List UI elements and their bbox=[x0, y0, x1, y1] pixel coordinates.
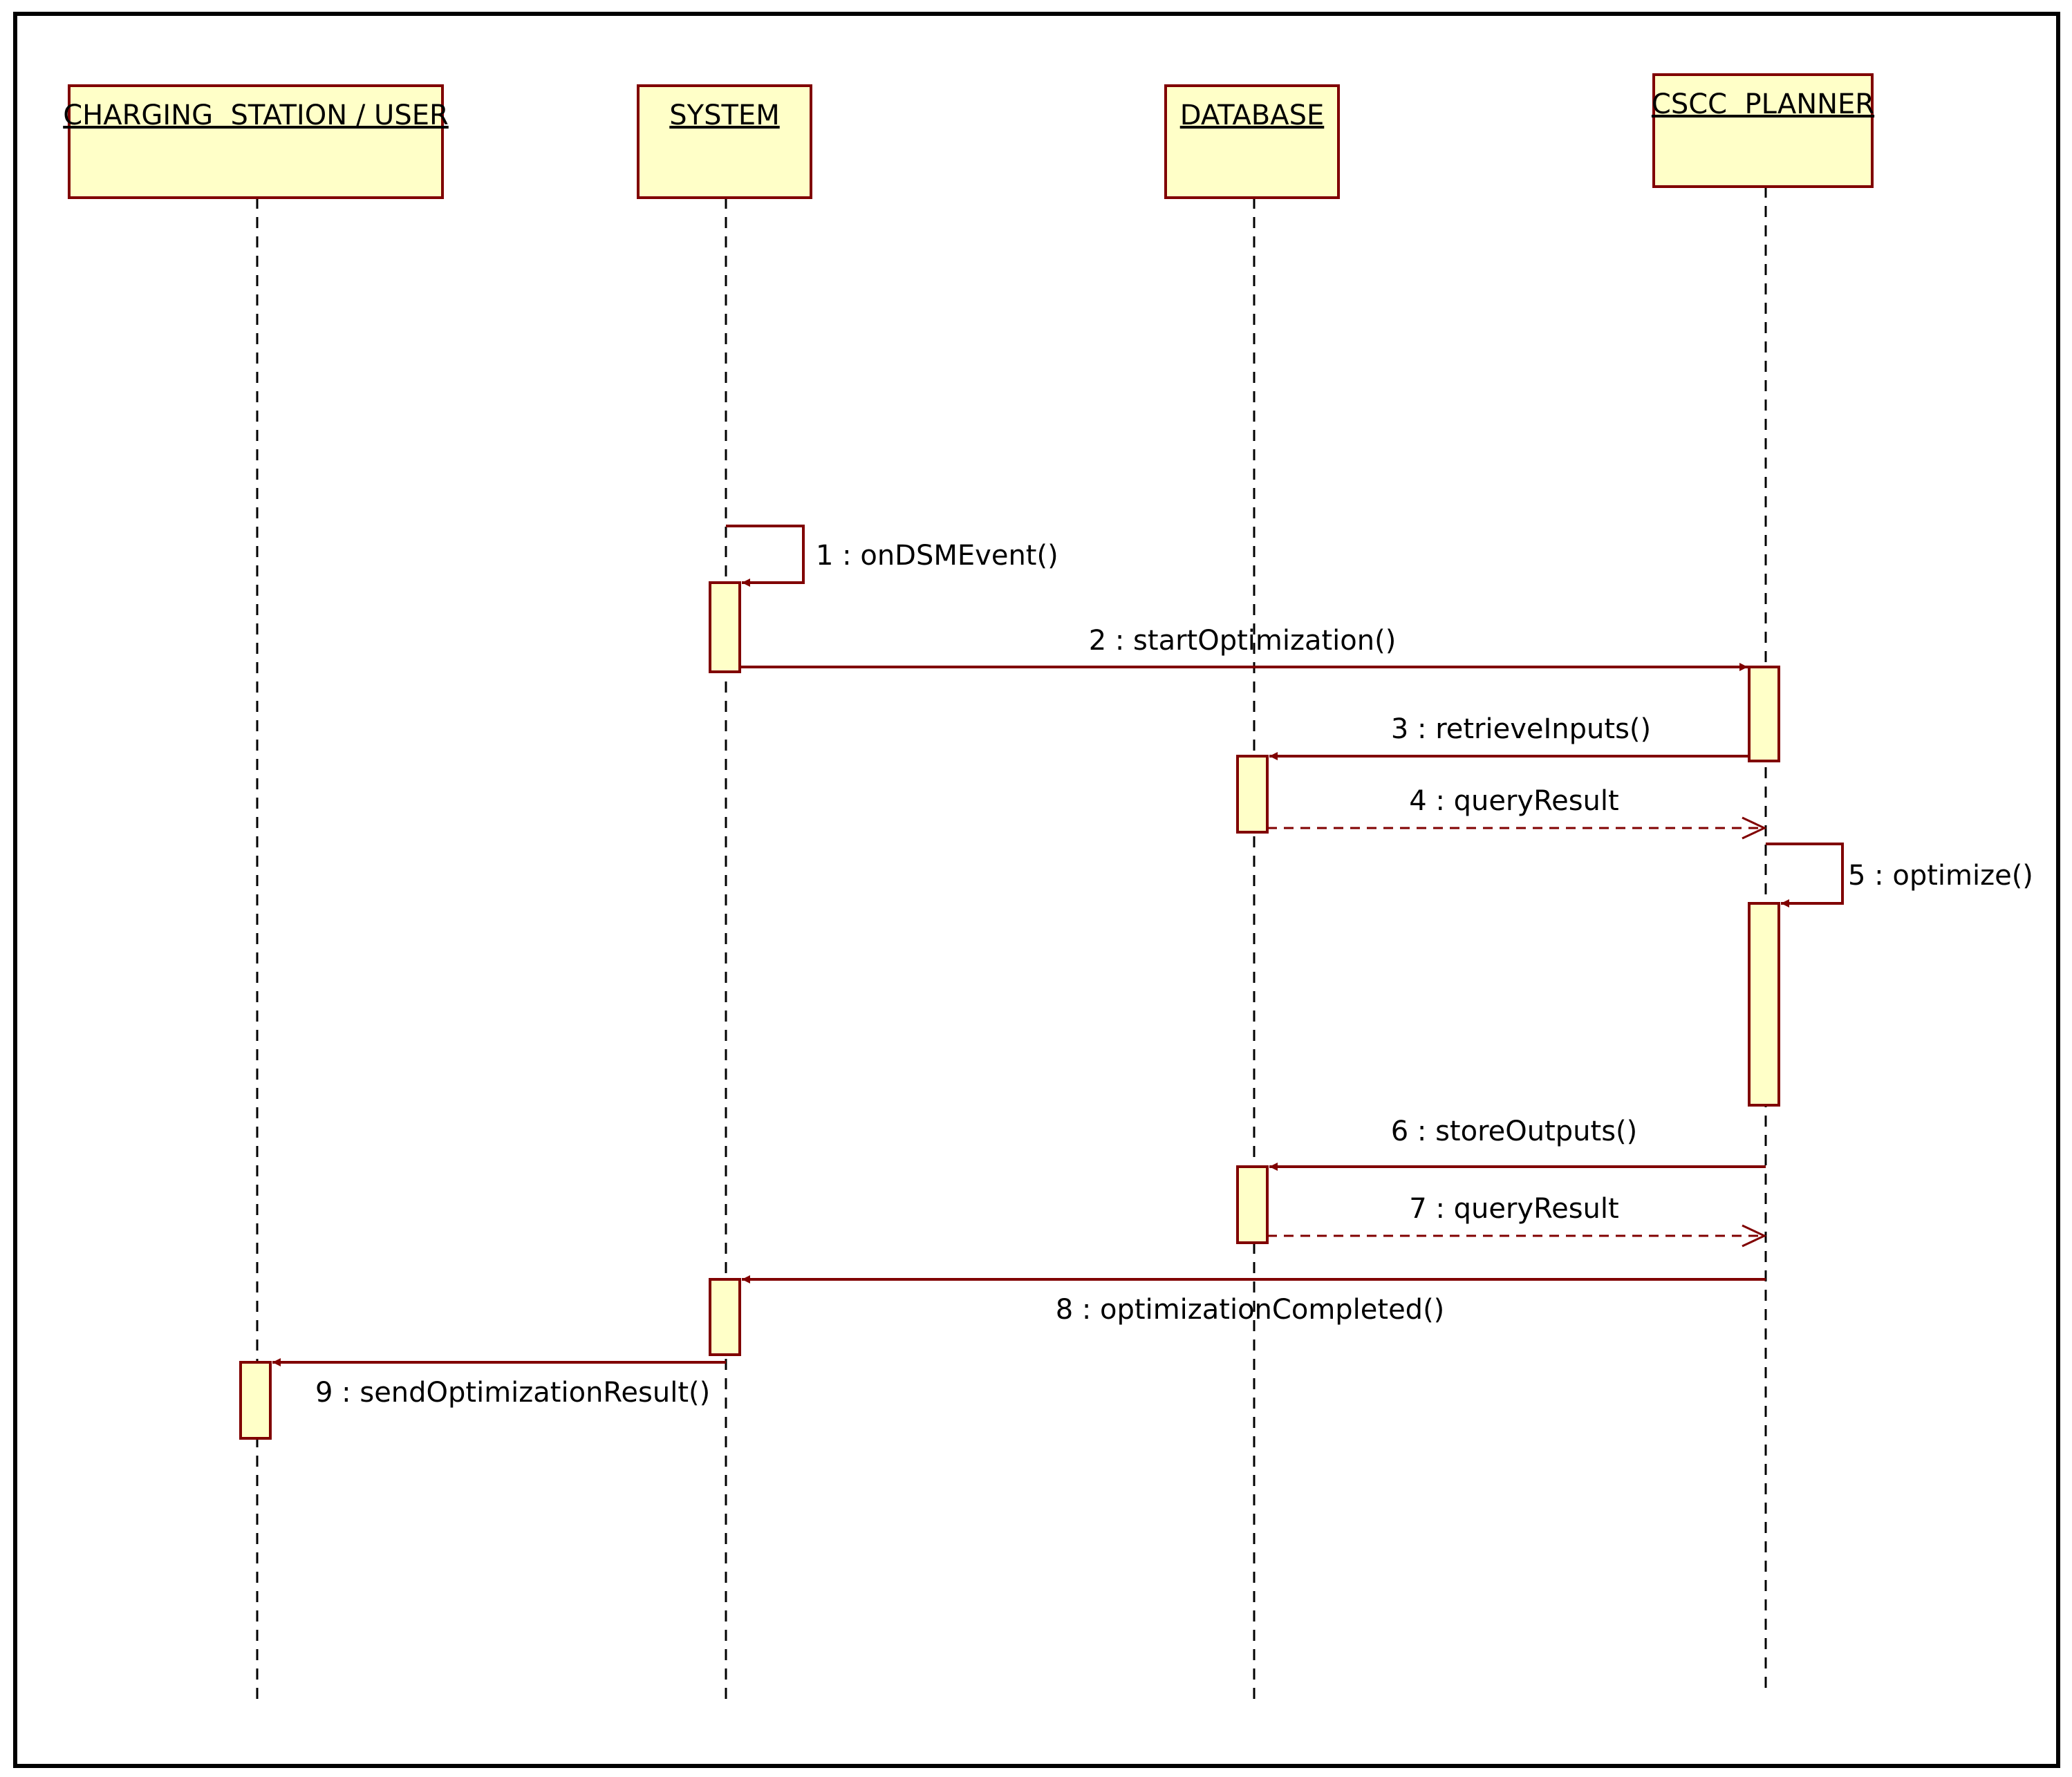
message-6[interactable]: 6 : storeOutputs() bbox=[1269, 1116, 1766, 1171]
message-label-4: 4 : queryResult bbox=[1409, 785, 1618, 817]
message-label-3: 3 : retrieveInputs() bbox=[1391, 713, 1651, 745]
message-label-1: 1 : onDSMEvent() bbox=[816, 540, 1058, 572]
lifelines bbox=[256, 187, 1767, 1706]
message-7[interactable]: 7 : queryResult bbox=[1267, 1193, 1767, 1248]
message-9[interactable]: 9 : sendOptimizationResult() bbox=[272, 1358, 726, 1409]
participant-label-system: SYSTEM bbox=[669, 100, 779, 131]
participant-box-database[interactable]: DATABASE bbox=[1164, 84, 1340, 199]
participant-label-database: DATABASE bbox=[1180, 100, 1325, 131]
message-3[interactable]: 3 : retrieveInputs() bbox=[1269, 713, 1749, 760]
message-label-2: 2 : startOptimization() bbox=[1089, 625, 1397, 657]
participant-box-planner[interactable]: CSCC PLANNER bbox=[1652, 73, 1874, 188]
activation-system-1 bbox=[709, 581, 741, 673]
message-label-8: 8 : optimizationCompleted() bbox=[1056, 1294, 1445, 1326]
message-1[interactable]: 1 : onDSMEvent() bbox=[726, 525, 1058, 587]
message-2[interactable]: 2 : startOptimization() bbox=[740, 625, 1748, 671]
participant-label-planner: CSCC PLANNER bbox=[1652, 88, 1874, 120]
message-label-5: 5 : optimize() bbox=[1848, 860, 2033, 892]
activation-database-6 bbox=[1236, 1165, 1269, 1244]
message-label-9: 9 : sendOptimizationResult() bbox=[315, 1377, 710, 1409]
activation-user-9 bbox=[239, 1361, 272, 1440]
participant-box-user[interactable]: CHARGING STATION / USER bbox=[63, 84, 449, 199]
activation-bars bbox=[239, 581, 1780, 1440]
message-5[interactable]: 5 : optimize() bbox=[1766, 843, 2033, 908]
activation-database-3 bbox=[1236, 755, 1269, 834]
diagram-frame bbox=[13, 12, 2060, 1768]
activation-system-8 bbox=[709, 1278, 741, 1356]
participant-label-user: CHARGING STATION / USER bbox=[63, 100, 449, 131]
activation-planner-5 bbox=[1748, 902, 1780, 1107]
participant-box-system[interactable]: SYSTEM bbox=[637, 84, 812, 199]
activation-planner-2 bbox=[1748, 666, 1780, 762]
message-label-6: 6 : storeOutputs() bbox=[1391, 1116, 1638, 1147]
message-8[interactable]: 8 : optimizationCompleted() bbox=[742, 1275, 1766, 1326]
message-label-7: 7 : queryResult bbox=[1409, 1193, 1618, 1225]
message-4[interactable]: 4 : queryResult bbox=[1267, 785, 1767, 840]
